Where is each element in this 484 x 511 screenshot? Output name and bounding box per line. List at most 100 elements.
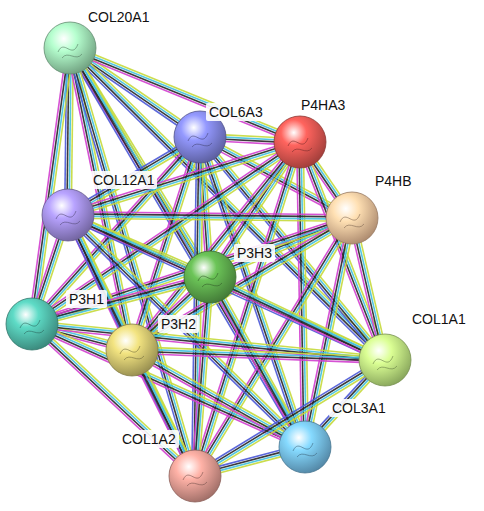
node-circle [6, 298, 58, 350]
evidence-line [32, 72, 63, 300]
protein-label: P3H2 [158, 315, 199, 333]
evidence-line [41, 238, 62, 301]
evidence-line [92, 212, 327, 214]
protein-sphere [43, 21, 97, 75]
protein-label: COL12A1 [90, 171, 157, 189]
evidence-line [356, 242, 378, 337]
node-circle [274, 116, 326, 168]
protein-node: COL1A2 [168, 449, 222, 503]
evidence-line [36, 237, 57, 300]
evidence-line [219, 454, 282, 471]
interaction-edge [156, 348, 361, 363]
interaction-edge [354, 241, 382, 337]
evidence-line [354, 242, 376, 337]
protein-label: P4HA3 [298, 96, 348, 114]
evidence-line [192, 161, 196, 451]
evidence-line [156, 354, 360, 362]
evidence-line [154, 361, 285, 434]
interaction-edge [32, 72, 70, 301]
structure-sketch [288, 138, 312, 152]
interaction-edge [36, 237, 63, 302]
node-circle [326, 192, 378, 244]
evidence-line [80, 236, 186, 453]
evidence-line [83, 68, 293, 425]
node-circle [106, 324, 158, 376]
evidence-line [231, 288, 362, 350]
protein-sphere [325, 191, 379, 245]
structure-sketch [188, 133, 212, 147]
protein-node: COL1A1 [358, 333, 412, 387]
structure-sketch [58, 44, 82, 58]
evidence-line [155, 359, 286, 432]
protein-sphere [358, 333, 412, 387]
node-circle [169, 450, 221, 502]
evidence-line [78, 237, 184, 454]
structure-sketch [340, 214, 364, 228]
structure-sketch [183, 472, 207, 486]
protein-node: COL3A1 [278, 420, 332, 474]
node-circle [42, 189, 94, 241]
interaction-edge [76, 235, 188, 455]
protein-sphere [5, 297, 59, 351]
protein-sphere [105, 323, 159, 377]
protein-node: P3H2 [105, 323, 159, 377]
evidence-line [80, 70, 191, 451]
evidence-line [361, 241, 383, 336]
protein-label: P3H3 [234, 244, 275, 262]
interaction-edge [65, 72, 73, 190]
protein-sphere [278, 420, 332, 474]
protein-node: COL6A3 [173, 110, 227, 164]
protein-sphere [273, 115, 327, 169]
node-circle [359, 334, 411, 386]
evidence-line [39, 238, 60, 301]
evidence-line [85, 67, 295, 424]
structure-sketch [120, 346, 144, 360]
interaction-edge [224, 135, 276, 144]
interaction-edge [56, 323, 361, 361]
evidence-line [34, 72, 65, 300]
interaction-edge [219, 297, 296, 428]
structure-sketch [56, 211, 80, 225]
evidence-line [224, 142, 275, 145]
interaction-edge [53, 331, 284, 440]
structure-sketch [293, 443, 317, 457]
evidence-line [312, 163, 379, 336]
evidence-line [89, 63, 179, 125]
protein-label: COL6A3 [206, 103, 266, 121]
evidence-line [86, 231, 288, 429]
protein-node: P4HA3 [273, 115, 327, 169]
protein-sphere [41, 188, 95, 242]
protein-node: P3H1 [5, 297, 59, 351]
interaction-edge [92, 212, 327, 221]
evidence-line [83, 234, 285, 432]
evidence-line [88, 64, 368, 342]
protein-label: COL1A2 [119, 430, 179, 448]
evidence-line [153, 363, 284, 436]
evidence-line [219, 456, 282, 473]
structure-sketch [20, 320, 44, 334]
node-circle [279, 421, 331, 473]
protein-node: COL20A1 [43, 21, 97, 75]
evidence-line [55, 282, 186, 317]
structure-sketch [373, 356, 397, 370]
evidence-line [69, 72, 70, 190]
evidence-line [72, 72, 73, 190]
evidence-line [81, 69, 291, 426]
protein-node: P3H3 [183, 250, 237, 304]
protein-label: COL1A1 [409, 310, 469, 328]
structure-sketch [198, 273, 222, 287]
node-circle [184, 251, 236, 303]
protein-sphere [168, 449, 222, 503]
protein-label: P4HB [372, 172, 415, 190]
interaction-edge [79, 67, 295, 427]
protein-label: P3H1 [66, 290, 107, 308]
evidence-line [218, 450, 281, 467]
evidence-line [359, 241, 381, 336]
interaction-edge [218, 450, 283, 473]
node-circle [44, 22, 96, 74]
evidence-line [232, 286, 363, 348]
protein-label: COL3A1 [329, 399, 389, 417]
evidence-line [55, 280, 186, 315]
evidence-line [85, 233, 287, 431]
